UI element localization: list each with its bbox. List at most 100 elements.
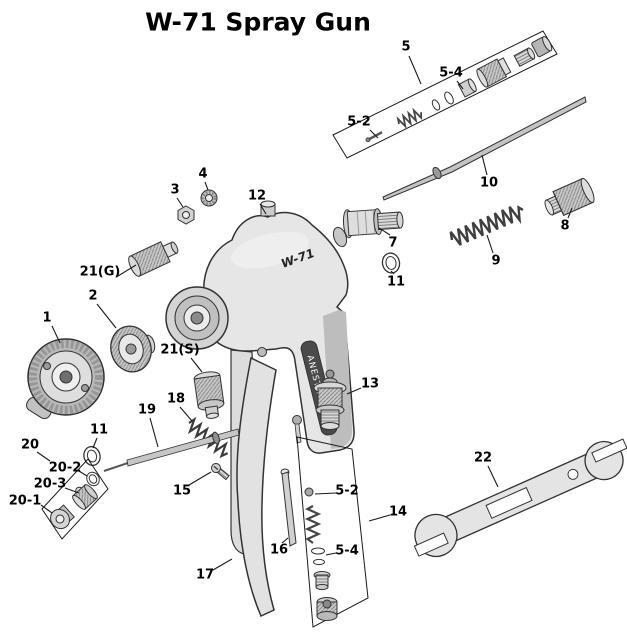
- leader-line-20-3: [64, 487, 80, 494]
- leader-line-13: [346, 387, 362, 395]
- leader-line-16: [281, 537, 289, 544]
- knurled-nut-20-3: [72, 484, 98, 510]
- page-title: W-71 Spray Gun: [145, 7, 371, 37]
- leader-line-19: [149, 417, 159, 448]
- part-label-7: 7: [388, 235, 398, 251]
- part-label-11: 11: [386, 274, 406, 290]
- leader-line-10: [481, 154, 488, 176]
- adjusting-cap-8: [544, 177, 595, 217]
- leader-lines: [36, 55, 573, 571]
- part-label-10: 10: [479, 175, 499, 191]
- part-label-5: 5: [401, 39, 411, 55]
- leader-line-1: [51, 325, 61, 344]
- trigger-17: [236, 356, 277, 618]
- valve-washer-a: [311, 547, 325, 555]
- packing-end-cap: [531, 36, 553, 58]
- leader-line-15: [188, 471, 212, 486]
- nut-3: [177, 205, 195, 225]
- leader-line-20-2: [78, 470, 88, 477]
- leader-line-12: [259, 203, 267, 215]
- part-label-17: 17: [195, 567, 215, 583]
- part-label-16: 16: [269, 542, 289, 558]
- leader-line-5-4: [456, 80, 464, 90]
- leader-line-7: [378, 227, 391, 236]
- fluid-needle-10: [382, 96, 587, 201]
- leader-line-8: [567, 207, 573, 219]
- packing-pin: [365, 131, 383, 143]
- needle-spring-9: [449, 205, 524, 246]
- leader-line-5-2: [369, 129, 379, 139]
- leader-line-2: [96, 303, 117, 329]
- leader-line-20-1: [40, 504, 53, 514]
- fluid-nozzle-2: [110, 325, 156, 373]
- part-label-3: 3: [170, 182, 180, 198]
- leader-line-4: [204, 181, 209, 191]
- part-label-19: 19: [137, 402, 157, 418]
- valve-rod-16: [280, 468, 297, 547]
- part-label-20-2: 20-2: [48, 460, 82, 476]
- nozzle-21s: [193, 371, 225, 419]
- washer-20-2: [86, 471, 100, 487]
- packing-washer-b: [444, 91, 454, 105]
- part-label-20-1: 20-1: [8, 493, 42, 509]
- air-inlet-boss-12: [260, 200, 276, 217]
- packing-threaded-tip: [513, 47, 536, 67]
- part-label-22: 22: [473, 450, 493, 466]
- valve-bottom-cap: [316, 597, 338, 621]
- packing-gland: [476, 57, 512, 88]
- air-valve-set-14: [296, 436, 369, 628]
- part-label-5-2: 5-2: [335, 483, 359, 499]
- part-label-5-2: 5-2: [347, 114, 371, 130]
- part-label-9: 9: [491, 253, 501, 269]
- part-label-14: 14: [388, 504, 408, 520]
- needle-packing-set-5: [332, 30, 558, 159]
- knob-20-1: [50, 504, 75, 530]
- part-label-5-4: 5-4: [439, 65, 463, 81]
- valve-ball: [304, 487, 314, 497]
- packing-ring-11-right: [381, 252, 401, 274]
- leader-line-17: [212, 558, 233, 571]
- fluid-needle-19: [103, 428, 240, 472]
- cap-4: [200, 189, 218, 207]
- part-label-8: 8: [560, 218, 570, 234]
- part-label-4: 4: [198, 166, 208, 182]
- valve-spring: [304, 505, 322, 544]
- leader-line-21(S): [190, 357, 203, 373]
- leader-line-9: [486, 234, 494, 254]
- set-screw-15: [211, 463, 230, 481]
- part-label-20-3: 20-3: [33, 476, 67, 492]
- adjust-knob-set-20: [41, 458, 109, 540]
- gun-body: W-71 ANEST IWATA: [165, 200, 355, 618]
- part-label-1: 1: [42, 310, 52, 326]
- part-label-11: 11: [89, 422, 109, 438]
- valve-seat: [313, 571, 331, 591]
- leader-line-18: [179, 406, 193, 422]
- part-label-2: 2: [88, 288, 98, 304]
- leader-line-14: [368, 514, 391, 522]
- trigger-pivot-screw: [257, 347, 267, 357]
- nozzle-21g: [128, 241, 179, 277]
- part-label-20: 20: [20, 437, 40, 453]
- part-label-21(S): 21(S): [160, 342, 200, 358]
- part-label-13: 13: [360, 376, 380, 392]
- valve-washer-b: [313, 558, 325, 566]
- air-valve-13: [313, 369, 347, 430]
- leader-line-22: [487, 465, 499, 488]
- leader-line-5: [408, 55, 422, 85]
- leader-line-3: [176, 197, 184, 208]
- leader-line-5-4: [325, 552, 337, 556]
- valve-stem-ball: [292, 415, 302, 444]
- packing-washer-a: [431, 99, 441, 111]
- part-label-5-4: 5-4: [335, 543, 359, 559]
- part-label-15: 15: [172, 483, 192, 499]
- leader-line-11: [390, 270, 395, 275]
- leader-line-5-2: [314, 492, 337, 495]
- packing-ring-11-left: [83, 445, 101, 467]
- leader-line-21(G): [117, 264, 137, 277]
- needle-guide-7: [342, 208, 404, 239]
- front-ring: [165, 286, 229, 350]
- part-label-18: 18: [166, 391, 186, 407]
- part-label-12: 12: [247, 188, 267, 204]
